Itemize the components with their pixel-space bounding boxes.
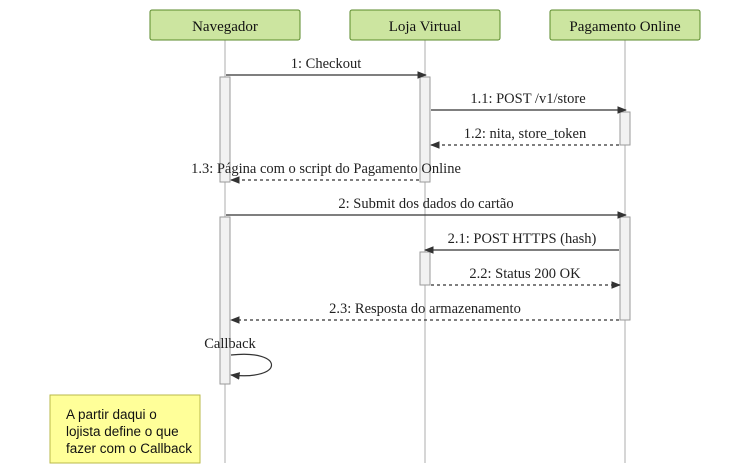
message-post-store: 1.1: POST /v1/store bbox=[431, 91, 627, 114]
message-label: 1: Checkout bbox=[291, 56, 361, 72]
message-label: 2.2: Status 200 OK bbox=[469, 266, 581, 282]
message-nita-store-token: 1.2: nita, store_token bbox=[430, 126, 619, 149]
message-submit-cartao: 2: Submit dos dados do cartão bbox=[226, 196, 627, 219]
message-label: 1.1: POST /v1/store bbox=[470, 91, 585, 107]
activation-navegador-1 bbox=[219, 76, 231, 183]
message-label: 2.1: POST HTTPS (hash) bbox=[448, 231, 597, 247]
message-label: 1.2: nita, store_token bbox=[464, 126, 587, 142]
message-label: 2.3: Resposta do armazenamento bbox=[329, 301, 521, 317]
activation-pagamento-2 bbox=[619, 216, 631, 321]
message-resposta-armazenamento: 2.3: Resposta do armazenamento bbox=[230, 301, 619, 324]
message-checkout: 1: Checkout bbox=[226, 56, 427, 79]
participant-label: Navegador bbox=[192, 19, 258, 35]
message-post-https-hash: 2.1: POST HTTPS (hash) bbox=[424, 231, 619, 254]
activation-pagamento-1 bbox=[619, 111, 631, 146]
activation-navegador-2 bbox=[219, 216, 231, 385]
message-callback: Callback bbox=[204, 336, 273, 380]
participant-loja-virtual: Loja Virtual bbox=[349, 9, 501, 41]
activation-loja-2 bbox=[419, 251, 431, 286]
note-line: fazer com o Callback bbox=[66, 441, 192, 456]
participant-navegador: Navegador bbox=[149, 9, 301, 41]
participant-label: Loja Virtual bbox=[389, 19, 462, 35]
participant-label: Pagamento Online bbox=[569, 19, 681, 35]
message-label: Callback bbox=[204, 336, 256, 352]
message-label: 2: Submit dos dados do cartão bbox=[338, 196, 513, 212]
note-callback: A partir daqui o lojista define o que fa… bbox=[49, 394, 201, 464]
message-status-200: 2.2: Status 200 OK bbox=[431, 266, 621, 289]
note-line: lojista define o que bbox=[66, 424, 179, 439]
message-pagina-script: 1.3: Página com o script do Pagamento On… bbox=[191, 161, 461, 184]
note-line: A partir daqui o bbox=[66, 407, 157, 422]
participant-pagamento-online: Pagamento Online bbox=[549, 9, 701, 41]
message-label: 1.3: Página com o script do Pagamento On… bbox=[191, 161, 461, 177]
